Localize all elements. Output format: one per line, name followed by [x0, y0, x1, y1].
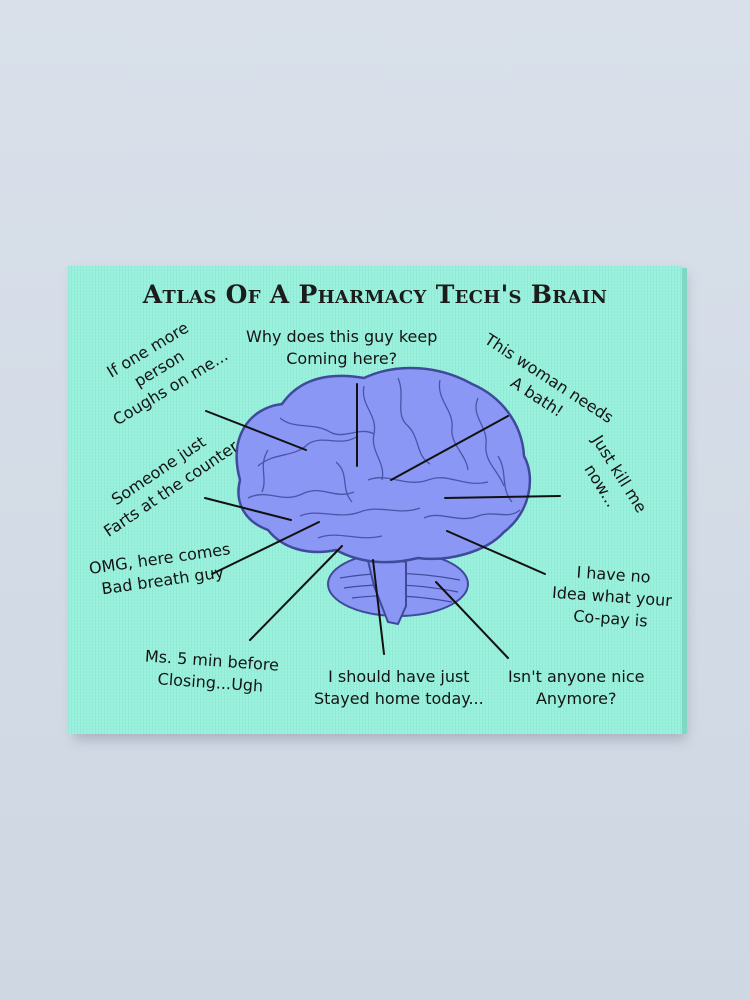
canvas-print: Atlas Of A Pharmacy Tech's Brain: [68, 266, 682, 734]
label-closing: Ms. 5 min before Closing...Ugh: [144, 646, 280, 696]
brain-illustration: [204, 366, 561, 659]
leader-lines: [204, 383, 561, 659]
canvas-edge: [682, 268, 687, 734]
cerebrum: [235, 366, 532, 564]
label-copay: I have no Idea what your Co-pay is: [551, 562, 673, 631]
poster-title: Atlas Of A Pharmacy Tech's Brain: [142, 280, 608, 309]
label-guy-keep-coming: Why does this guy keep Coming here?: [246, 327, 438, 368]
brain-stem: [364, 550, 407, 626]
label-anyone-nice: Isn't anyone nice Anymore?: [508, 667, 645, 708]
label-stayed-home: I should have just Stayed home today...: [314, 667, 484, 708]
brain-folds: [247, 377, 521, 539]
